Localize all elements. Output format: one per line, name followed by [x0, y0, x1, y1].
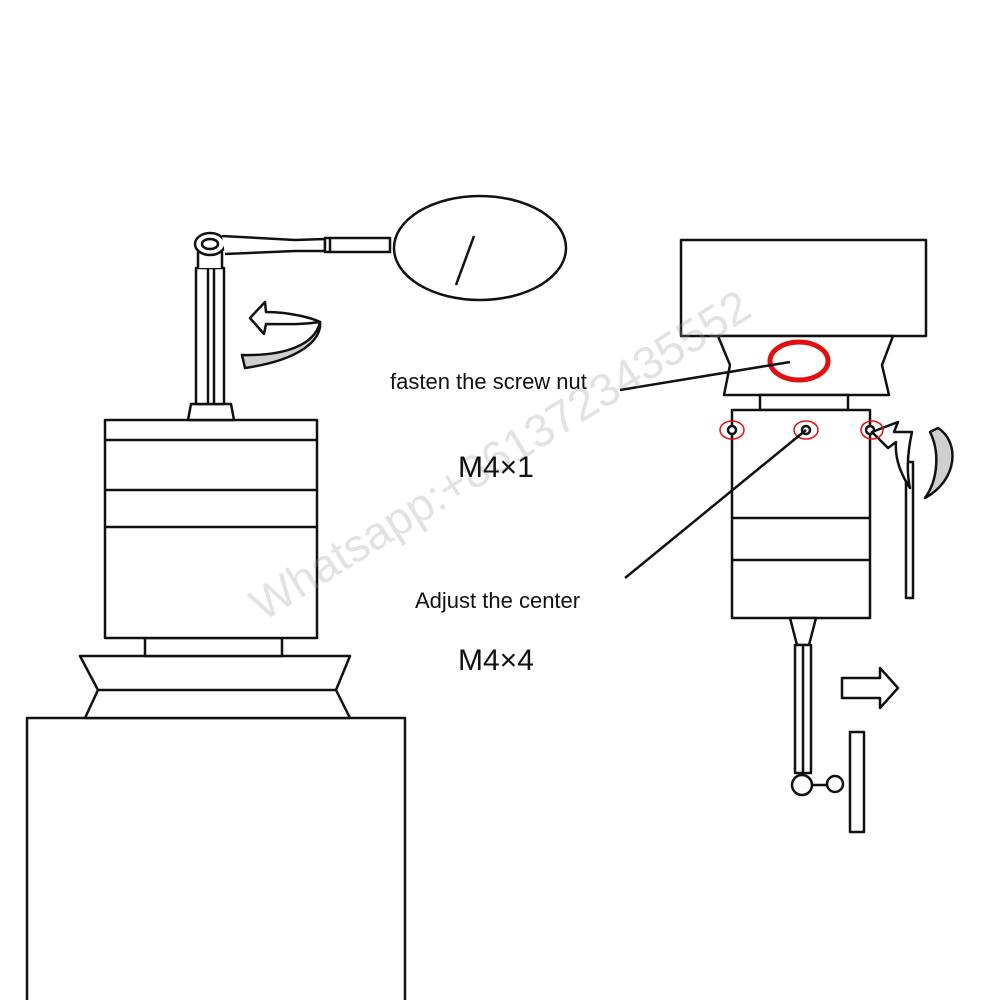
adjust-screw-left: [726, 424, 738, 436]
stem-base: [186, 402, 236, 422]
stylus-cone: [788, 616, 818, 647]
fasten-screw-nut-label: fasten the screw nut: [390, 369, 587, 394]
fasten-leader-line: [619, 360, 791, 392]
holder-body-right: [730, 408, 872, 620]
taper-collar: [78, 654, 352, 720]
indicator-stem: [323, 236, 392, 254]
adjust-leader-line: [624, 429, 807, 579]
rotate-arrow-right-icon: [923, 426, 954, 500]
push-arrow-icon: [840, 666, 900, 710]
machine-base: [25, 716, 407, 1000]
spindle-taper: [716, 334, 895, 397]
stylus-ball: [825, 774, 845, 794]
m4x1-label: M4×1: [458, 451, 534, 484]
holder-neck: [143, 636, 284, 658]
rotate-arrow-right-head-icon: [870, 420, 914, 490]
m4x4-label: M4×4: [458, 644, 534, 677]
indicator-arm: [221, 234, 327, 256]
rotate-arrow-head-icon: [248, 300, 322, 336]
left-assembly: [25, 194, 568, 1000]
nut-highlight: [767, 339, 831, 383]
stylus-tip-joint: [790, 773, 814, 797]
swivel-joint-inner: [200, 237, 220, 251]
holder-neck-right: [758, 393, 850, 412]
indicator-rod: [194, 266, 226, 406]
right-assembly: [679, 238, 954, 834]
reference-plate: [848, 730, 866, 834]
spindle-housing: [679, 238, 928, 338]
rotate-arrow-icon: [240, 320, 322, 370]
screw-highlight-right: [860, 420, 884, 440]
dial-needle: [454, 235, 476, 286]
dial-indicator: [392, 194, 568, 302]
adjust-center-label: Adjust the center: [415, 588, 581, 613]
screw-highlight-left: [719, 420, 745, 440]
screw-highlight-center: [793, 420, 819, 440]
holder-body: [103, 418, 319, 640]
wrench-handle: [904, 460, 915, 600]
